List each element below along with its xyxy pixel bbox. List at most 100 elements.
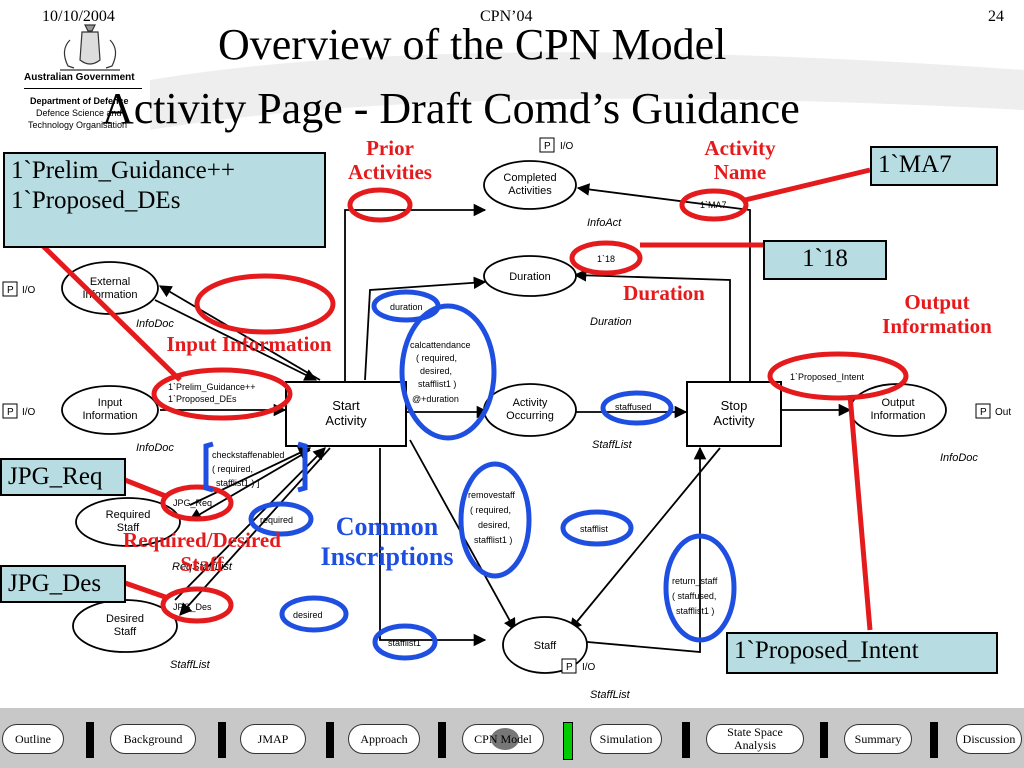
title-line-2: Activity Page - Draft Comd’s Guidance [102,84,800,133]
label-prior-1: Prior [366,136,414,160]
external-label-1: External [90,276,130,288]
nav-active-dot [491,728,519,750]
connector-ma7 [744,167,871,203]
label-req-des-1: Required/Desired [123,528,281,552]
arc-stop-to-completed [576,183,751,382]
type-duration: Duration [590,316,632,328]
label-common-1: Common [335,512,439,541]
insc-calc-4: stafflist1 ) [418,379,456,389]
nav-jmap[interactable]: JMAP [240,724,306,754]
nav-simulation[interactable]: Simulation [590,724,662,754]
connector-jpg-des [124,580,169,601]
callout-proposed-intent: 1`Proposed_Intent [726,632,998,674]
insc-return-1: return_staff [672,576,718,586]
type-reqstafflist: ReqStaffList [172,561,233,573]
logo-line-4: Technology Organisation [28,120,128,130]
callout-jpg-req: JPG_Req [0,458,126,496]
insc-calc-1: calcattendance [410,340,471,350]
highlight-returnstaff [663,533,737,643]
insc-duration: duration [390,302,423,312]
place-required-staff[interactable] [75,497,181,547]
port-p-completed: P [544,141,551,152]
highlight-desired [279,595,349,633]
arc-start-to-required [188,449,311,521]
highlight-duration [569,240,643,276]
label-required-desired-staff: Required/Desired Staff [90,528,314,576]
insc-return-2: ( staffused, [672,591,716,601]
transition-stop-activity[interactable] [686,381,782,447]
arc-staff-to-stop [564,446,707,653]
insc-return-3: stafflist1 ) [676,606,714,616]
insc-staffused: staffused [615,402,651,412]
place-input-information[interactable] [61,385,159,435]
nav-separator [86,722,94,758]
port-tag-external [2,281,18,297]
label-req-des-2: Staff [180,552,224,576]
nav-background[interactable]: Background [110,724,196,754]
required-label-1: Required [106,509,151,521]
type-stafflist-occurring: StaffList [592,439,633,451]
highlight-removestaff [458,461,532,579]
highlight-jpg-req [160,484,234,522]
transition-start-activity[interactable] [285,381,407,447]
type-stafflist-staff: StaffList [590,689,631,701]
nav-cpn-model[interactable]: CPN Model [462,724,544,754]
staff-label: Staff [534,640,557,652]
stop-label-2: Activity [713,413,755,428]
conference-name: CPN’04 [480,8,533,25]
nav-summary[interactable]: Summary [844,724,912,754]
insc-prelim-2: 1`Proposed_DEs [168,394,237,404]
highlight-activity-name [679,188,749,222]
highlight-checkstaff-left [203,441,214,493]
arc-staff-to-start [379,448,487,647]
insc-remove-1: removestaff [468,490,515,500]
label-output-information: Output Information [872,290,1002,338]
callout-prelim-line-1: 1`Prelim_Guidance++ [11,157,235,184]
insc-remove-2: ( required, [470,505,511,515]
highlight-stafflist1 [372,623,438,661]
place-external-information[interactable] [61,261,159,315]
insc-jpg-des: JPG_Des [173,602,212,612]
arc-required-to-start [189,447,312,506]
port-out-output: Out [995,407,1011,418]
nav-outline[interactable]: Outline [2,724,64,754]
arc-stop-to-staff [569,447,721,631]
nav-discussion[interactable]: Discussion [956,724,1022,754]
label-duration: Duration [623,281,705,305]
port-p-external: P [7,285,14,296]
nav-separator [682,722,690,758]
port-io-external: I/O [22,285,36,296]
highlight-prior-activities [347,187,413,223]
desired-label-1: Desired [106,613,144,625]
port-io-completed: I/O [560,141,574,152]
connector-proposed-intent [847,394,873,631]
label-activity-name-1: Activity [704,136,776,160]
callout-prelim-guidance: 1`Prelim_Guidance++ 1`Proposed_DEs [3,152,326,248]
start-label-2: Activity [325,413,367,428]
section-nav-bar: Outline Background JMAP Approach CPN Mod… [0,708,1024,768]
place-completed-activities[interactable] [483,160,577,210]
nav-separator [218,722,226,758]
arc-external-to-start [154,299,318,381]
start-label-1: Start [332,398,360,413]
nav-approach[interactable]: Approach [348,724,420,754]
label-prior-2: Activities [348,160,432,184]
insc-18: 1`18 [597,254,615,264]
place-duration[interactable] [483,255,577,297]
desired-label-2: Staff [114,626,137,638]
label-common-inscriptions: Common Inscriptions [292,512,482,572]
highlight-jpg-des [160,586,234,624]
completed-label-1: Completed [503,172,556,184]
arc-start-to-completed [344,203,487,410]
label-activity-name: Activity Name [680,136,800,184]
highlight-calcattendance [399,303,497,441]
stop-label-1: Stop [721,398,748,413]
nav-state-space-analysis[interactable]: State Space Analysis [706,724,804,754]
arc-start-to-external [158,285,321,381]
connector-jpg-req [124,477,169,500]
highlight-output-inscription [767,351,909,401]
nav-separator [820,722,828,758]
output-label-1: Output [881,397,914,409]
type-infodoc-output: InfoDoc [940,452,978,464]
insc-stafflist: stafflist [580,524,608,534]
